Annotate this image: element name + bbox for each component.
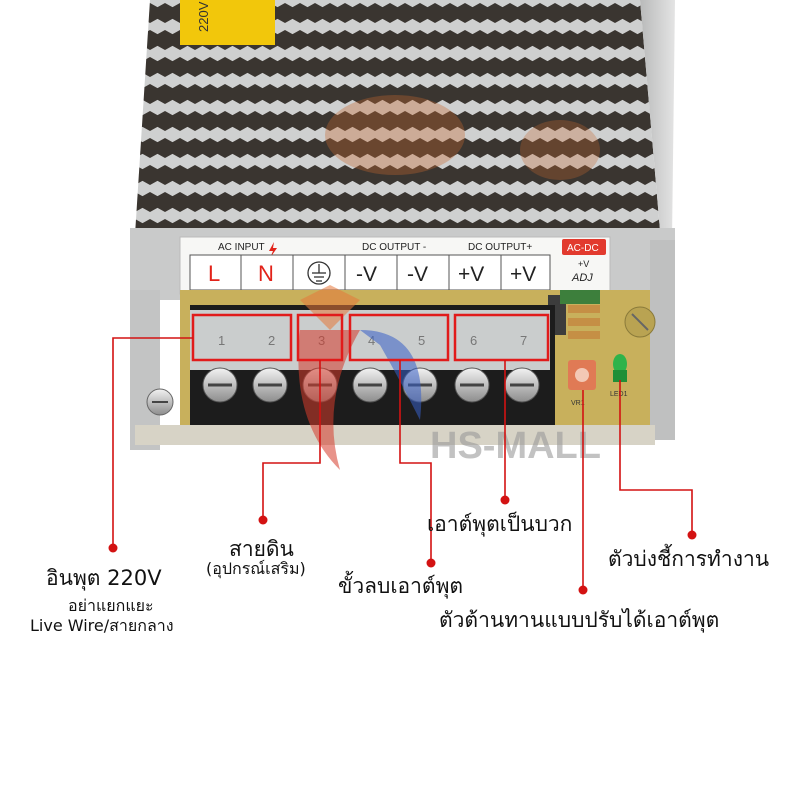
vr-label: VR1 [571,400,585,407]
terminal-neg-1: -V [356,263,377,286]
annotation-dots [108,495,697,595]
input-title: อินพุต 220V [46,566,162,590]
indicator-label: ตัวบ่งชี้การทำงาน [608,547,770,571]
warning-sticker: 220V [180,0,275,45]
terminal-label-strip: AC INPUT DC OUTPUT - DC OUTPUT+ AC-DC +V… [179,236,611,295]
positive-output-label: เอาต์พุตเป็นบวก [427,512,573,536]
watermark-text: HS-MALL [430,425,601,467]
svg-text:5: 5 [418,333,425,348]
terminal-l: L [208,261,220,286]
svg-text:6: 6 [470,333,477,348]
adj-label: ADJ [571,272,593,284]
lightning-icon [269,242,277,258]
terminal-pos-1: +V [458,263,484,286]
svg-text:1: 1 [218,333,225,348]
svg-text:AC-DC: AC-DC [567,243,599,254]
adjustable-resistor-label: ตัวต้านทานแบบปรับได้เอาต์พุต [439,608,720,632]
annotation-lines [112,337,693,590]
terminal-block: 1 2 3 4 5 6 7 [190,305,555,425]
svg-text:2: 2 [268,333,275,348]
perforated-cover [135,0,660,235]
watermark-logo [298,285,422,470]
negative-output-highlight [348,313,450,362]
led-label: LED1 [610,391,628,398]
svg-text:4: 4 [368,333,375,348]
input-note-1: อย่าแยกแยะ [68,596,154,615]
led-indicator [613,354,627,374]
input-note-2: Live Wire/สายกลาง [30,616,174,635]
positive-output-highlight [453,313,550,362]
ac-input-header: AC INPUT [218,242,265,253]
sticker-voltage: 220V [196,1,211,32]
ground-icon [307,261,331,285]
dc-output-pos-header: DC OUTPUT+ [468,242,532,253]
dc-output-neg-header: DC OUTPUT - [362,242,426,253]
terminal-pos-2: +V [510,263,536,286]
adj-plus-label: +V [578,259,589,269]
svg-text:7: 7 [520,333,527,348]
ground-note: (อุปกรณ์เสริม) [206,559,306,578]
terminal-n: N [258,261,274,286]
terminal-neg-2: -V [407,263,428,286]
cover-edge [640,0,675,240]
ground-title: สายดิน [229,537,294,561]
negative-output-label: ขั้วลบเอาต์พุต [338,574,464,598]
ac-dc-badge [562,239,606,255]
